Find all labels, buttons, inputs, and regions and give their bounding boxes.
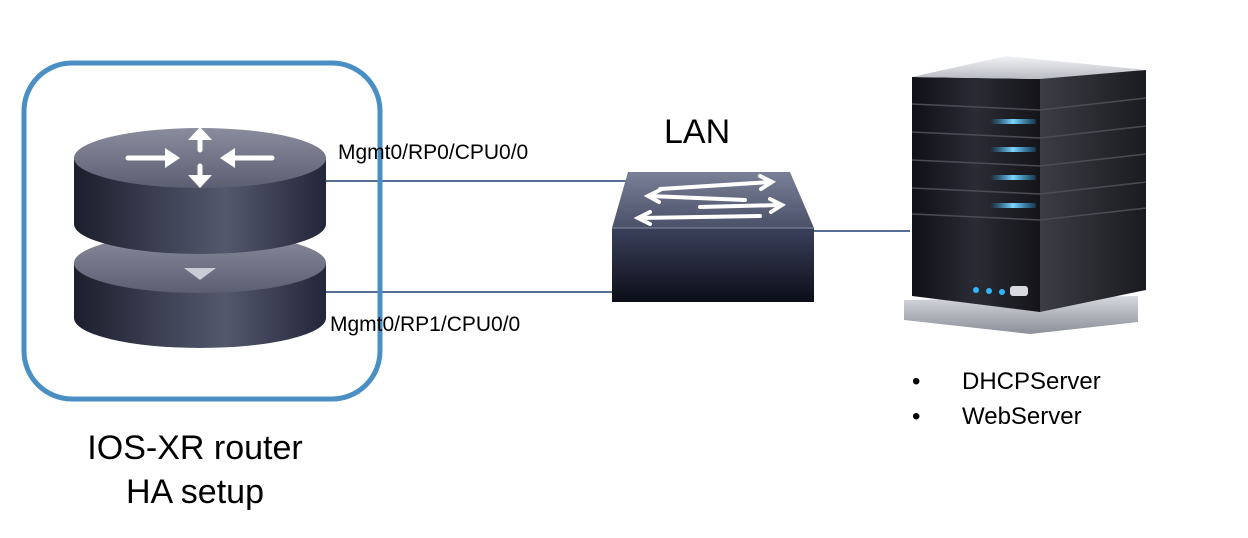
lan-links (326, 180, 910, 293)
router-caption: IOS-XR router HA setup (40, 426, 350, 514)
service-item-web: WebServer (912, 399, 1101, 434)
router-caption-line2: HA setup (126, 473, 264, 511)
router-icon (74, 127, 326, 348)
router-ha-outline (21, 60, 383, 402)
server-icon (904, 56, 1147, 334)
port-label-rp0: Mgmt0/RP0/CPU0/0 (338, 141, 529, 164)
service-item-dhcp: DHCPServer (912, 364, 1101, 399)
server-services-list: DHCPServer WebServer (912, 364, 1101, 434)
lan-label: LAN (664, 113, 731, 151)
port-label-rp1: Mgmt0/RP1/CPU0/0 (330, 313, 521, 336)
router-caption-line1: IOS-XR router (87, 429, 303, 467)
switch-icon (612, 172, 814, 302)
